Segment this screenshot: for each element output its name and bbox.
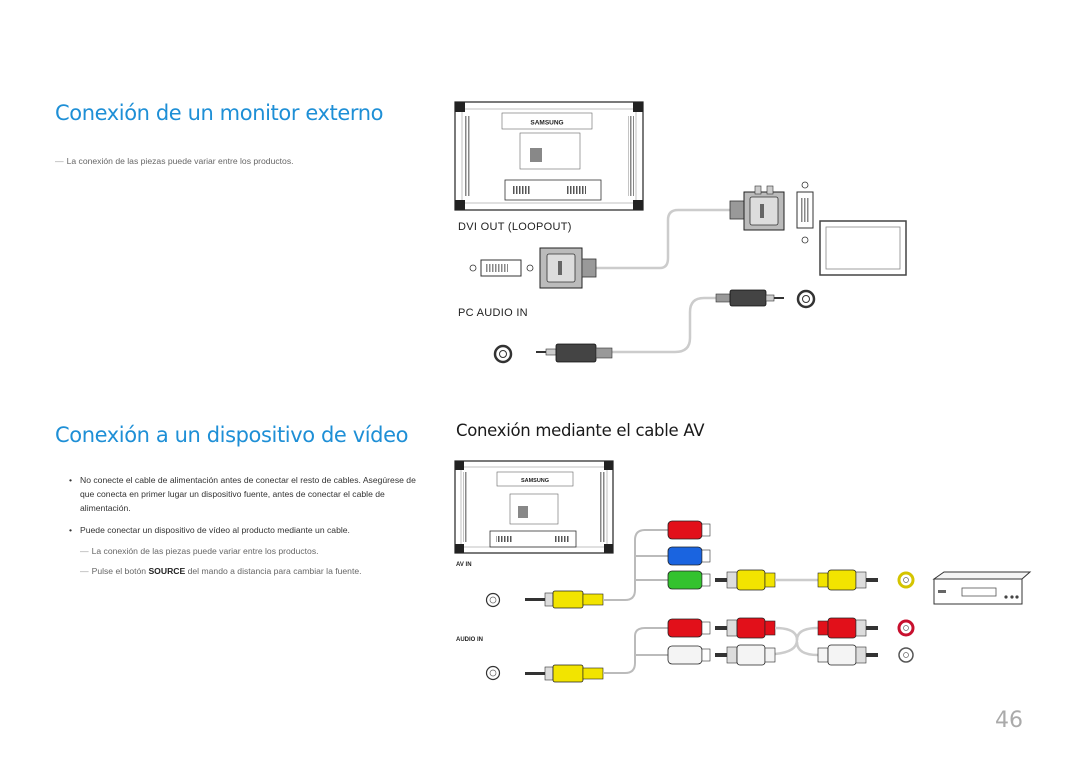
note-source-button: —Pulse el botón SOURCE del mando a dista… [80, 566, 362, 576]
dvi-out-port [469, 259, 534, 277]
audio-jack-right [715, 289, 816, 309]
bullet-item: • No conecte el cable de alimentación ant… [69, 473, 430, 515]
bullet-dot: • [69, 475, 73, 485]
audio-in-label: AUDIO IN [456, 637, 483, 643]
dvi-cable-connector-right [729, 185, 785, 231]
dash-mark: — [80, 566, 89, 576]
bullet-text: No conecte el cable de alimentación ante… [80, 475, 416, 513]
note-parts-vary: —La conexión de las piezas puede variar … [55, 156, 294, 166]
dvi-port-external [796, 181, 814, 244]
section-title-external-monitor: Conexión de un monitor externo [55, 101, 384, 125]
display-back-panel-bottom: SAMSUNG [454, 460, 614, 554]
rca-cable-yellow [715, 569, 878, 591]
audio-jack-left [493, 343, 613, 364]
dash-mark: — [80, 546, 89, 556]
external-monitor-icon [819, 220, 907, 276]
av-in-jack [485, 592, 501, 608]
device-jack-white [898, 647, 914, 663]
rca-plug-white-audio [667, 645, 711, 665]
note-parts-vary-2: —La conexión de las piezas puede variar … [80, 546, 319, 556]
audio-adapter-yellow [525, 664, 604, 683]
bullet-text: Puede conectar un dispositivo de vídeo a… [80, 525, 350, 535]
device-jack-yellow [897, 571, 915, 589]
bullet-dot: • [69, 525, 73, 535]
dvi-cable-connector-left [539, 247, 597, 289]
av-in-label: AV IN [456, 562, 472, 568]
note-text: Pulse el botón [91, 566, 149, 576]
rca-plug-green [667, 570, 711, 590]
page-number: 46 [995, 708, 1023, 733]
video-device-icon [932, 571, 1032, 605]
device-jack-red [897, 619, 915, 637]
section-title-video-device: Conexión a un dispositivo de vídeo [55, 423, 409, 447]
note-text: del mando a distancia para cambiar la fu… [185, 566, 362, 576]
dvi-out-label: DVI OUT (LOOPOUT) [458, 221, 572, 233]
rca-cable-red [715, 617, 878, 656]
rca-plug-red [667, 520, 711, 540]
bullet-item: • Puede conectar un dispositivo de vídeo … [69, 523, 430, 537]
pc-audio-in-label: PC AUDIO IN [458, 307, 528, 319]
subtitle-av-cable: Conexión mediante el cable AV [456, 421, 705, 440]
note-text: La conexión de las piezas puede variar e… [66, 156, 294, 166]
note-text: La conexión de las piezas puede variar e… [91, 546, 319, 556]
source-keyword: SOURCE [148, 566, 186, 576]
av-adapter-yellow [525, 590, 604, 609]
rca-plug-red-audio [667, 618, 711, 638]
audio-in-jack [485, 665, 501, 681]
samsung-logo: SAMSUNG [521, 478, 549, 484]
rca-plug-blue [667, 546, 711, 566]
dash-mark: — [55, 156, 64, 166]
samsung-logo: SAMSUNG [530, 120, 563, 127]
rca-cable-white [715, 641, 878, 666]
display-back-panel-top: SAMSUNG [454, 101, 644, 211]
